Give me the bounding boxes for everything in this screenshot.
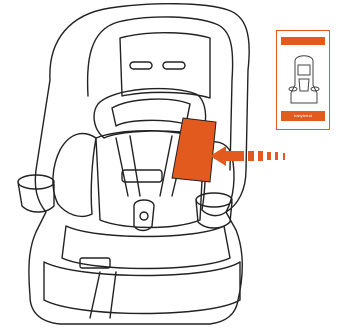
label-top-band	[281, 37, 325, 45]
arrow-dash-3	[267, 152, 271, 160]
arrow-dash-5	[283, 153, 285, 160]
buckle-button	[140, 212, 148, 220]
seat-cushion	[62, 226, 230, 269]
mini-seat-icon	[287, 51, 321, 107]
chest-clip	[122, 170, 162, 182]
label-location-tag	[172, 118, 216, 182]
pointer-arrow	[210, 146, 285, 166]
shoulder-strap-right	[160, 136, 172, 196]
brand-logo-text: babytrend	[277, 112, 329, 120]
slot-left	[130, 62, 152, 69]
arrow-dash-2	[258, 151, 263, 161]
arrow-dash-4	[275, 152, 278, 160]
slot-right	[163, 62, 185, 69]
crotch-strap-b	[110, 272, 116, 318]
front-base	[44, 262, 240, 314]
arrow-shaft	[224, 151, 244, 161]
shoulder-strap-left	[116, 138, 128, 196]
arrow-dash-1	[248, 151, 254, 161]
head-cushion-inner	[112, 99, 190, 126]
shoulder-strap-left-b	[130, 136, 140, 196]
buckle	[134, 200, 154, 231]
wing-left	[53, 134, 96, 217]
callout-label-card: babytrend	[276, 30, 330, 130]
